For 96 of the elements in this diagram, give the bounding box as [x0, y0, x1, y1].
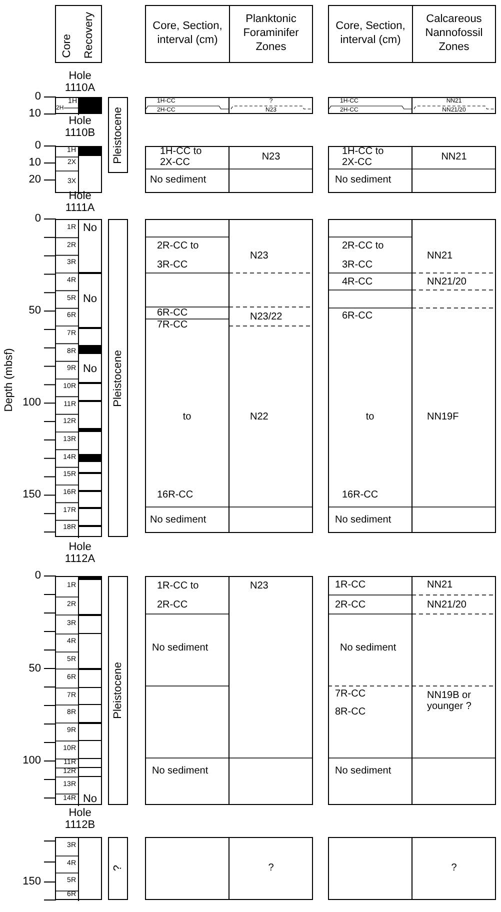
- zone-table: [328, 97, 496, 114]
- interval-label: No sediment: [340, 642, 396, 654]
- zone-table: [145, 576, 313, 805]
- interval-label: 1H-CC to 2X-CC: [160, 146, 202, 168]
- interval-label: No sediment: [335, 514, 392, 526]
- interval-label: 1H-CC to 2X-CC: [342, 146, 384, 168]
- zone-table: [328, 837, 496, 900]
- zone-table: [145, 219, 313, 533]
- interval-label: No sediment: [150, 514, 206, 526]
- zone-label: NN21: [427, 250, 453, 262]
- depth-value: 10: [28, 108, 41, 120]
- hole-label: Hole 1110A: [64, 70, 96, 94]
- interval-label: 3R-CC: [342, 260, 373, 270]
- depth-value: 0: [34, 570, 41, 582]
- interval-label: 6R-CC: [342, 310, 373, 322]
- header-box: [145, 5, 313, 63]
- zone-table: [328, 146, 496, 193]
- zone-label: N23: [250, 250, 268, 262]
- zone-table: [145, 146, 313, 193]
- interval-label: 16R-CC: [342, 490, 378, 500]
- depth-value: 50: [28, 304, 41, 316]
- zone-label: NN21/20: [427, 276, 466, 288]
- zone-table: [328, 219, 496, 533]
- epoch-box: [108, 97, 128, 173]
- interval-label: No sediment: [152, 766, 208, 776]
- no-recovery-label: No: [82, 222, 98, 234]
- column-header: Calcareous Nannofossil Zones: [424, 13, 484, 55]
- depth-value: 0: [34, 140, 41, 152]
- hole-label: Hole 1110B: [64, 115, 96, 140]
- interval-label: 8R-CC: [335, 706, 366, 718]
- interval-label: 7R-CC: [157, 320, 188, 330]
- depth-value: 150: [22, 488, 41, 500]
- hole-label: Hole 1112B: [64, 807, 96, 832]
- zone-label: ?: [268, 862, 274, 874]
- interval-label: 1R-CC: [335, 580, 366, 590]
- zone-label: NN19F: [427, 412, 459, 422]
- zone-label: NN21: [441, 152, 467, 162]
- epoch-label: Pleistocene: [112, 106, 124, 164]
- interval-label: No sediment: [335, 766, 392, 776]
- interval-label: 6R-CC: [157, 308, 188, 318]
- no-recovery-label: No: [82, 363, 98, 376]
- zone-label: N22: [250, 412, 268, 422]
- depth-value: 100: [22, 754, 41, 766]
- interval-label: to: [182, 412, 192, 422]
- interval-label: 2R-CC: [157, 600, 188, 610]
- core-column: [55, 146, 102, 193]
- zone-label: N23: [262, 152, 280, 162]
- zone-table: [145, 97, 313, 114]
- column-header: Recovery: [84, 12, 96, 58]
- header-box: [328, 5, 496, 63]
- no-recovery-label: No: [82, 292, 98, 304]
- epoch-box: [108, 219, 128, 537]
- zone-label: NN21: [427, 580, 453, 590]
- interval-label: No sediment: [152, 642, 208, 654]
- depth-value: 50: [28, 662, 41, 674]
- depth-value: 150: [22, 876, 41, 888]
- column-header: Core, Section, interval (cm): [334, 20, 406, 48]
- core-column: [55, 576, 102, 805]
- column-header: Core: [62, 34, 73, 58]
- interval-label: 2R-CC to: [342, 240, 384, 252]
- zone-table: [328, 576, 496, 805]
- interval-label: 1R-CC to: [157, 580, 199, 592]
- core-column: [55, 837, 102, 900]
- epoch-label: Pleistocene: [112, 662, 124, 719]
- interval-label: 2R-CC: [335, 600, 366, 610]
- axis-title: Depth (mbsf): [4, 348, 14, 412]
- depth-value: 0: [34, 90, 41, 102]
- interval-label: 7R-CC: [335, 688, 366, 700]
- interval-label: 3R-CC: [157, 260, 188, 270]
- interval-label: 4R-CC: [342, 276, 373, 288]
- depth-value: 20: [28, 174, 41, 186]
- interval-label: 2R-CC to: [157, 240, 199, 252]
- header-box: [55, 5, 102, 63]
- zone-table: [145, 837, 313, 900]
- interval-label: 16R-CC: [157, 490, 194, 500]
- depth-value: 0: [34, 212, 41, 224]
- zone-label: N23/22: [250, 311, 282, 322]
- interval-label: to: [366, 412, 374, 422]
- depth-value: 100: [22, 396, 41, 408]
- depth-value: 10: [28, 156, 41, 168]
- no-recovery-label: No: [82, 792, 98, 805]
- column-header: Core, Section, interval (cm): [152, 20, 224, 48]
- hole-label: Hole 1112A: [64, 541, 96, 566]
- zone-label: ?: [451, 862, 457, 874]
- column-header: Planktonic Foraminifer Zones: [242, 13, 300, 55]
- core-column: [55, 97, 102, 114]
- interval-label: No sediment: [335, 174, 392, 186]
- core-column: [55, 219, 102, 537]
- zone-label: NN21/20: [427, 600, 466, 610]
- epoch-box: [108, 837, 128, 900]
- zone-label: NN19B or younger ?: [427, 690, 472, 712]
- epoch-label: Pleistocene: [112, 350, 124, 406]
- zone-label: N23: [250, 580, 268, 592]
- epoch-box: [108, 576, 128, 805]
- interval-label: No sediment: [150, 174, 206, 186]
- epoch-label: ?: [112, 865, 124, 872]
